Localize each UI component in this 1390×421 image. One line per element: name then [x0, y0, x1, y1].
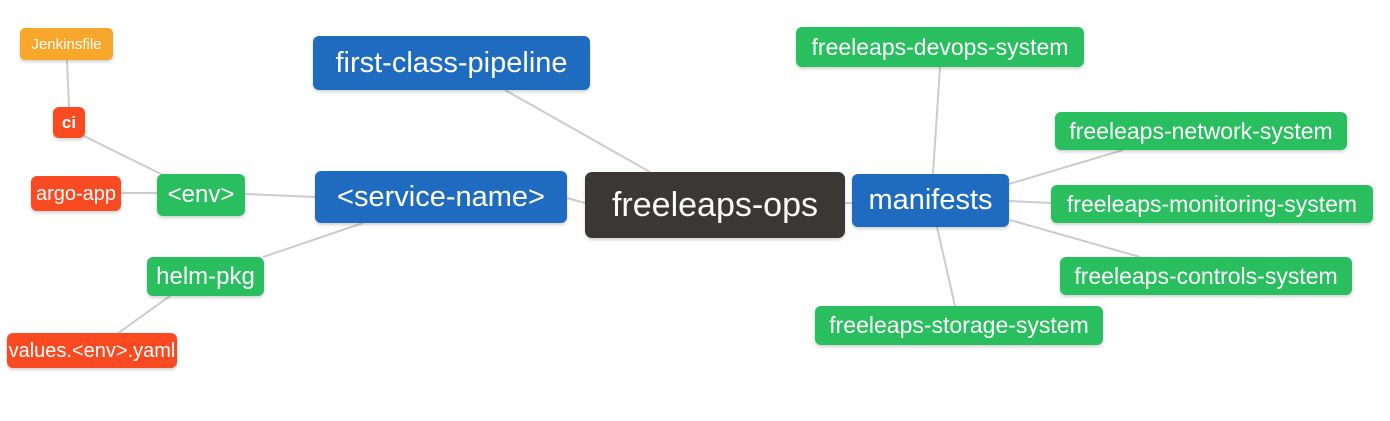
node-freeleaps-ops-root[interactable]: freeleaps-ops: [585, 172, 845, 238]
edge-manifests-devops: [932, 66, 941, 175]
node-first-class-pipeline[interactable]: first-class-pipeline: [313, 36, 590, 90]
node-argo-app[interactable]: argo-app: [31, 176, 121, 211]
edge-jenkinsfile-ci: [66, 59, 70, 108]
node-storage-system[interactable]: freeleaps-storage-system: [815, 306, 1103, 345]
edge-manifests-controls: [1009, 219, 1141, 258]
edge-manifests-monitoring: [1008, 200, 1052, 204]
edge-service-name-helm-pkg: [262, 222, 364, 258]
edge-helm-pkg-values: [116, 295, 171, 335]
node-controls-system[interactable]: freeleaps-controls-system: [1060, 257, 1352, 295]
edge-manifests-network: [1008, 149, 1124, 185]
node-jenkinsfile[interactable]: Jenkinsfile: [20, 28, 113, 60]
node-devops-system[interactable]: freeleaps-devops-system: [796, 27, 1084, 67]
node-values-env-yaml[interactable]: values.<env>.yaml: [7, 333, 177, 368]
node-ci[interactable]: ci: [53, 107, 85, 138]
node-env[interactable]: <env>: [157, 174, 245, 216]
edge-env-service-name: [244, 193, 316, 198]
node-helm-pkg[interactable]: helm-pkg: [147, 257, 264, 296]
node-manifests[interactable]: manifests: [852, 174, 1009, 227]
edge-pipeline-root: [504, 89, 651, 173]
edge-service-name-root: [566, 197, 586, 204]
node-monitoring-system[interactable]: freeleaps-monitoring-system: [1051, 185, 1373, 223]
edge-manifests-storage: [936, 226, 956, 307]
node-network-system[interactable]: freeleaps-network-system: [1055, 112, 1347, 150]
edge-ci-env: [83, 135, 164, 176]
node-service-name[interactable]: <service-name>: [315, 171, 567, 223]
